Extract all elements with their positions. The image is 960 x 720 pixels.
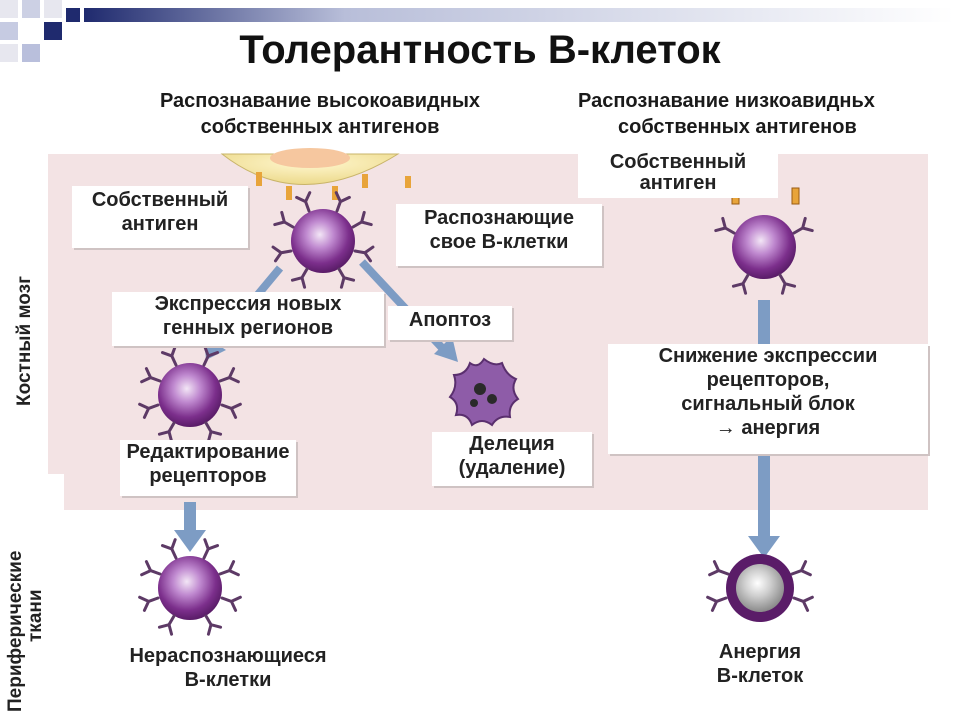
self-antigen-line2: антиген [121, 213, 199, 235]
page-title: Толерантность В-клеток [239, 28, 721, 72]
self-antigen-label-right: Собственный антиген [578, 150, 778, 198]
right-column-heading: Распознавание низкоавидньх собственных а… [568, 88, 960, 140]
receptor-editing-label: Редактирование рецепторов [120, 440, 296, 496]
peripheral-line2: ткани [25, 589, 46, 642]
right-heading-line1: Распознавание низкоавидньх [578, 90, 875, 112]
b-cell-anergic [706, 554, 814, 622]
b-cell-nonrecognizing [138, 538, 242, 636]
right-heading-line2: собственных антигенов [618, 116, 857, 138]
b-cell-low-avidity [714, 215, 814, 295]
reduction-line3: сигнальный блок [681, 393, 855, 415]
receptor-reduction-label: Снижение экспрессии рецепторов, сигнальн… [608, 344, 928, 454]
recognizing-line2: свое В-клетки [429, 231, 569, 253]
reduction-line4: → анергия [715, 417, 821, 439]
b-cell-editing [138, 345, 242, 443]
result-left-line1: Нераспознающиеся [129, 645, 327, 667]
apoptosis-label: Апоптоз [388, 306, 512, 340]
recognizing-cells-label: Распознающие свое В-клетки [396, 204, 602, 266]
result-right-line2: В-клеток [716, 665, 804, 687]
left-heading-line1: Распознавание высокоавидных [159, 90, 481, 112]
anergy-label: Анергия В-клеток [660, 640, 860, 688]
corner-decoration [0, 0, 954, 62]
result-right-line1: Анергия [718, 641, 802, 663]
left-heading-line2: собственных антигенов [200, 116, 440, 138]
b-cell-recognizing [271, 191, 375, 289]
expression-line2: генных регионов [162, 317, 334, 339]
result-left-line2: В-клетки [184, 669, 272, 691]
apoptotic-cell [448, 357, 520, 427]
nonrecognizing-cells-label: Нераспознающиеся В-клетки [88, 644, 368, 692]
left-column-heading: Распознавание высокоавидных собственных … [100, 88, 540, 140]
self-antigen-right-line2: антиген [639, 172, 717, 194]
expression-line1: Экспрессия новых [154, 293, 342, 315]
bone-marrow-region-right [576, 154, 928, 510]
self-antigen-line1: Собственный [91, 189, 229, 211]
recognizing-line1: Распознающие [424, 207, 574, 229]
self-antigen-label-left: Собственный антиген [72, 186, 248, 248]
deletion-label: Делеция (удаление) [432, 432, 592, 486]
deletion-line1: Делеция [469, 433, 555, 455]
reduction-line1: Снижение экспрессии [658, 345, 878, 367]
peripheral-tissues-label: Периферические ткани [5, 550, 46, 712]
editing-line1: Редактирование [126, 441, 290, 463]
deletion-line2: (удаление) [458, 457, 566, 479]
bone-marrow-label: Костный мозг [14, 275, 35, 406]
peripheral-line1: Периферические [5, 550, 26, 712]
editing-line2: рецепторов [149, 465, 267, 487]
reduction-line2: рецепторов, [706, 369, 830, 391]
self-antigen-right-line1: Собственный [609, 151, 747, 173]
new-gene-regions-label: Экспрессия новых генных регионов [112, 292, 384, 346]
